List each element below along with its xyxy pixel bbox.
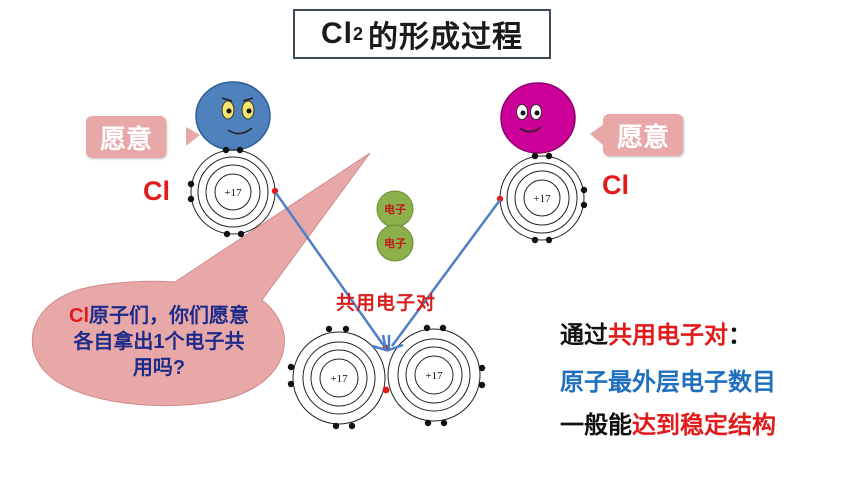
speech-bubble-lead: Cl (69, 305, 89, 327)
electron-ball-top: 电子 (376, 190, 414, 228)
willing-left-callout: 愿意 (86, 116, 167, 158)
left-nucleus-label: +17 (224, 187, 242, 199)
right-atom: +17 (496, 152, 588, 244)
willing-right-tail (590, 124, 604, 146)
atom-left-label: Cl (143, 176, 170, 206)
conclusion-line-1-red: 共用电子对 (608, 322, 728, 349)
left-atom: +17 (187, 146, 279, 238)
molecule-left-nucleus: +17 (330, 373, 348, 385)
conclusion-line-2: 原子最外层电子数目 (560, 369, 776, 396)
speech-bubble-text: Cl原子们，你们愿意各自拿出1个电子共用吗? (64, 303, 254, 381)
willing-left-tail (186, 127, 200, 146)
title-main: Cl (320, 17, 353, 50)
atom-right-label: Cl (602, 170, 629, 200)
right-face (500, 82, 576, 154)
willing-right-callout: 愿意 (603, 114, 684, 156)
conclusion-line-3: 一般能达到稳定结构 (560, 411, 776, 441)
conclusion-line-3-red: 达到稳定结构 (632, 412, 776, 439)
left-face (195, 81, 271, 151)
arrow-left (274, 192, 388, 352)
conclusion-line-1: 通过共用电子对： (560, 321, 752, 351)
arrow-right (387, 199, 502, 352)
electron-ball-bottom: 电子 (376, 224, 414, 262)
svg-text:电子: 电子 (384, 236, 406, 250)
title-suffix: 的形成过程 (368, 21, 523, 54)
shared-pair-label: 共用电子对 (336, 293, 437, 314)
svg-text:电子: 电子 (384, 202, 406, 216)
speech-bubble-rest: 原子们，你们愿意各自拿出1个电子共用吗? (73, 305, 249, 379)
molecule-right-atom: +17 (387, 324, 486, 427)
title-subscript: 2 (352, 23, 364, 44)
right-nucleus-label: +17 (533, 193, 551, 205)
conclusion-line-1-pre: 通过 (560, 322, 608, 349)
conclusion-line-3-pre: 一般能 (560, 412, 632, 439)
conclusion-line-1-post: ： (728, 322, 752, 349)
molecule-left-atom: +17 (287, 325, 386, 430)
molecule-right-nucleus: +17 (425, 370, 443, 382)
speech-bubble-shape (31, 152, 371, 407)
